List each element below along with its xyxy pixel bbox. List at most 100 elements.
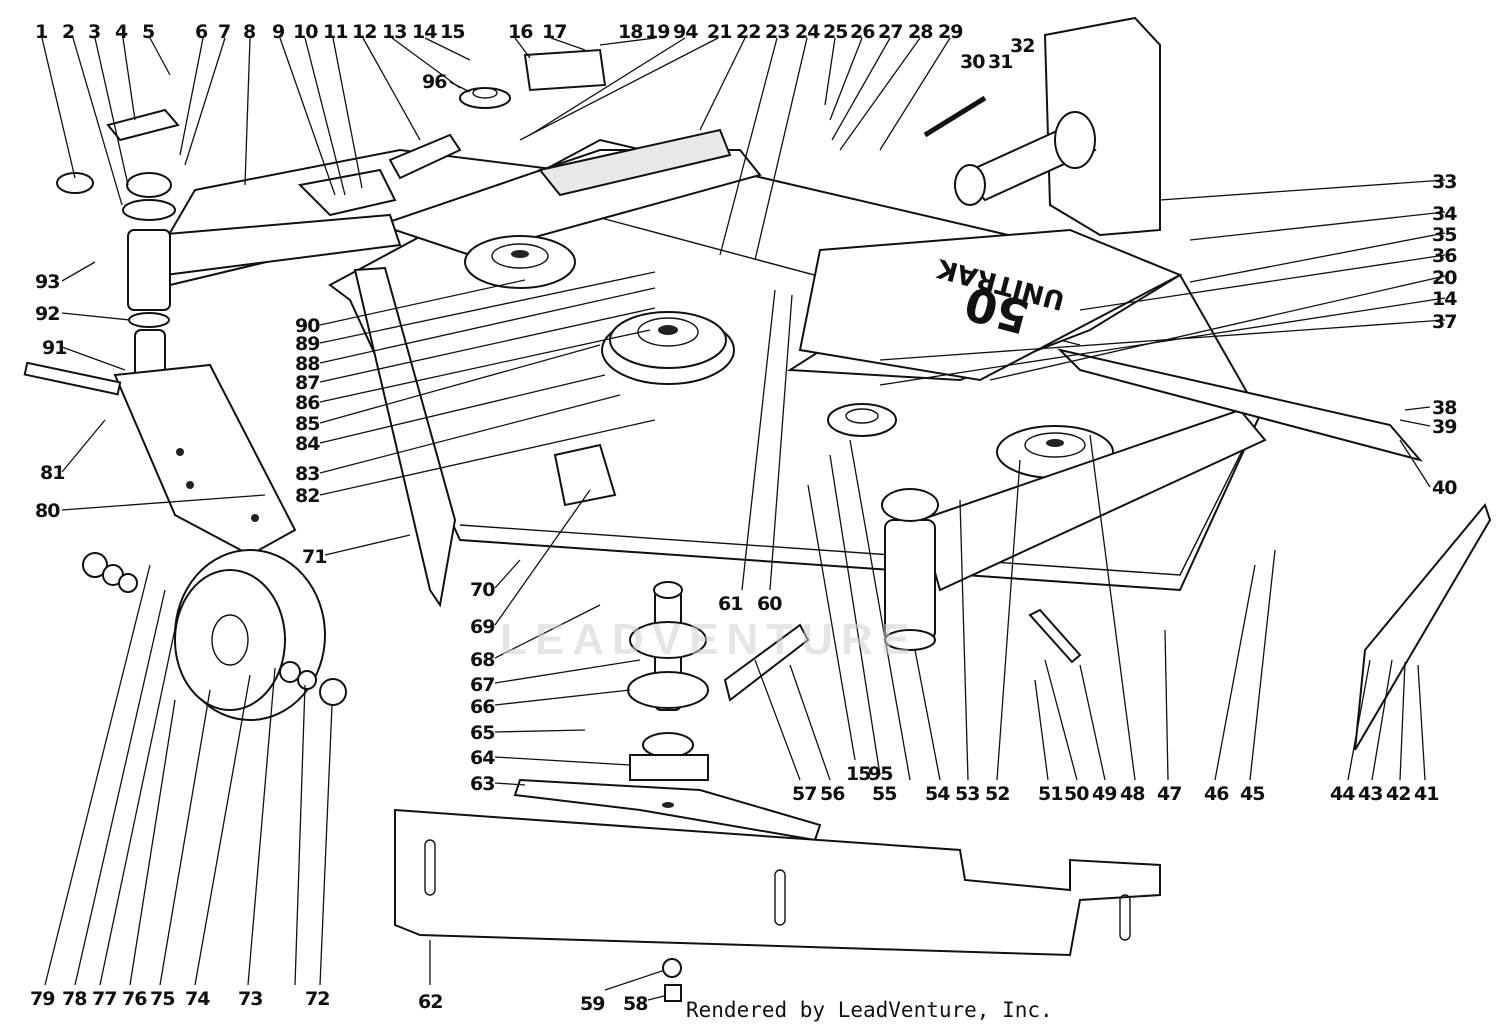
baffle-bar-57 [723, 623, 810, 702]
callout-21: 21 [707, 21, 731, 43]
callout-15: 15 [440, 21, 464, 43]
callout-87: 87 [295, 372, 319, 394]
link-49 [1028, 608, 1082, 664]
pulley-96 [459, 87, 511, 109]
center-pulley [601, 311, 735, 385]
callout-12: 12 [352, 21, 376, 43]
callout-80: 80 [35, 500, 60, 522]
bracket-4 [106, 108, 180, 142]
callout-58: 58 [623, 993, 648, 1015]
callout-34: 34 [1432, 203, 1457, 225]
callout-20: 20 [1432, 267, 1457, 289]
callout-35: 35 [1432, 224, 1456, 246]
callout-29: 29 [938, 21, 962, 43]
callout-52: 52 [985, 783, 1009, 805]
callout-13: 13 [382, 21, 406, 43]
callout-53: 53 [955, 783, 979, 805]
callout-70: 70 [470, 579, 495, 601]
spindle-housing-54 [881, 488, 939, 651]
callout-30: 30 [960, 51, 985, 73]
callout-50: 50 [1064, 783, 1089, 805]
callout-14: 14 [412, 21, 437, 43]
rear-bar-40 [1056, 348, 1423, 462]
wheel-bearings [82, 552, 347, 706]
discharge-shield-62 [394, 808, 1161, 957]
watermark: LEADVENTURE [500, 615, 919, 664]
callout-17: 17 [542, 21, 566, 43]
callout-95: 95 [868, 763, 892, 785]
leader-lines [41, 37, 1446, 1001]
arm-12 [388, 133, 462, 180]
callout-10: 10 [293, 21, 318, 43]
callout-41: 41 [1414, 783, 1438, 805]
callout-33: 33 [1432, 171, 1456, 193]
callout-56: 56 [820, 783, 845, 805]
callout-84: 84 [295, 433, 320, 455]
callout-68: 68 [470, 649, 495, 671]
callout-24: 24 [795, 21, 820, 43]
callout-48: 48 [1120, 783, 1145, 805]
callout-5: 5 [142, 21, 154, 43]
callout-61: 61 [718, 593, 742, 615]
callout-67: 67 [470, 674, 494, 696]
callout-89: 89 [295, 333, 319, 355]
bolt-30 [923, 95, 987, 138]
bracket-69 [553, 443, 617, 507]
center-spindle-assembly [627, 581, 709, 781]
callout-90: 90 [295, 315, 320, 337]
left-idler-pulley [464, 235, 576, 289]
callout-27: 27 [878, 21, 902, 43]
callout-79: 79 [30, 988, 54, 1010]
callout-45: 45 [1240, 783, 1264, 805]
callout-71: 71 [302, 546, 326, 568]
callout-94: 94 [673, 21, 698, 43]
callout-1: 1 [35, 21, 47, 43]
callout-69: 69 [470, 616, 494, 638]
callout-59: 59 [580, 993, 604, 1015]
callout-86: 86 [295, 392, 320, 414]
callout-25: 25 [823, 21, 847, 43]
callout-46: 46 [1204, 783, 1229, 805]
callout-4: 4 [115, 21, 128, 43]
idler-pulley-55 [827, 403, 897, 437]
callout-74: 74 [185, 988, 210, 1010]
callout-62: 62 [418, 991, 442, 1013]
callout-40: 40 [1432, 477, 1457, 499]
callout-96: 96 [422, 71, 447, 93]
callout-36: 36 [1432, 245, 1457, 267]
callout-16: 16 [508, 21, 533, 43]
callout-88: 88 [295, 353, 320, 375]
callout-26: 26 [850, 21, 875, 43]
caster-spindle [122, 172, 176, 386]
callout-64: 64 [470, 747, 495, 769]
callout-28: 28 [908, 21, 933, 43]
callout-63: 63 [470, 773, 494, 795]
callout-7: 7 [218, 21, 230, 43]
credit-text: Rendered by LeadVenture, Inc. [686, 998, 1053, 1022]
clip-1 [56, 172, 94, 194]
callout-51: 51 [1038, 783, 1062, 805]
callout-66: 66 [470, 696, 495, 718]
callout-77: 77 [92, 988, 116, 1010]
belt-guide-16 [523, 48, 607, 92]
callout-14-right: 14 [1432, 288, 1457, 310]
callout-93: 93 [35, 271, 59, 293]
callout-6: 6 [195, 21, 208, 43]
callout-3: 3 [88, 21, 100, 43]
callout-78: 78 [62, 988, 87, 1010]
callout-55: 55 [872, 783, 896, 805]
callout-23: 23 [765, 21, 789, 43]
callout-15-bottom: 15 [846, 763, 870, 785]
callout-9: 9 [272, 21, 284, 43]
callout-43: 43 [1358, 783, 1382, 805]
callout-37: 37 [1432, 311, 1456, 333]
callout-18: 18 [618, 21, 643, 43]
callout-31: 31 [988, 51, 1012, 73]
callout-81: 81 [40, 462, 64, 484]
caster-wheel [174, 549, 326, 721]
callout-32: 32 [1010, 35, 1034, 57]
caster-fork [113, 363, 297, 557]
callout-49: 49 [1092, 783, 1116, 805]
side-plate-44 [1354, 502, 1492, 751]
hitch-bracket-33 [954, 16, 1161, 237]
